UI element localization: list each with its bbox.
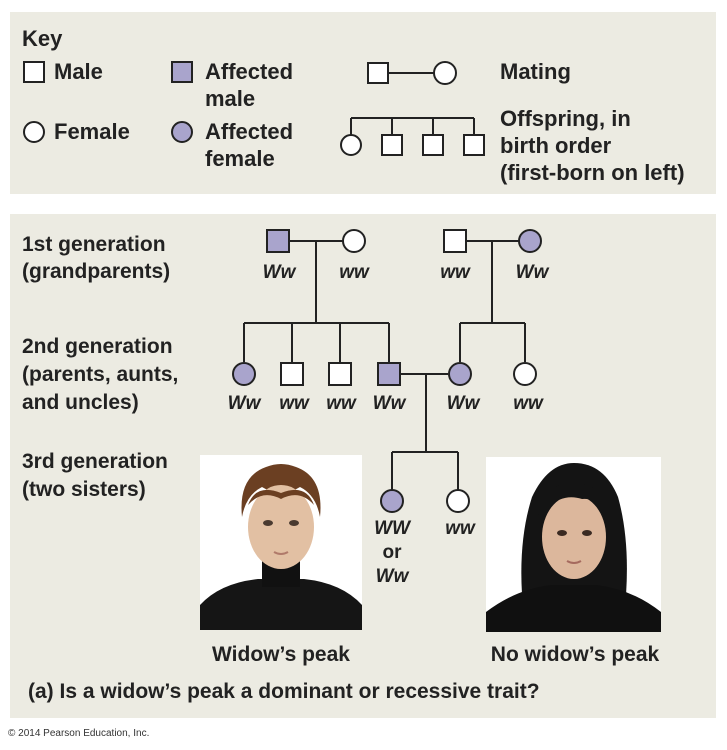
- key-offspring-label-2: birth order: [500, 133, 612, 158]
- genotype-father: Ww: [372, 393, 406, 414]
- key-affected-female-symbol: [171, 121, 193, 143]
- grandmother-2: [518, 229, 542, 253]
- gen1-label-2: (grandparents): [22, 260, 171, 283]
- question-text: (a) Is a widow’s peak a dominant or rece…: [28, 680, 540, 703]
- key-affected-female-label-1: Affected: [205, 119, 294, 144]
- genotype-aunt-2: ww: [513, 393, 543, 414]
- photo-no-widows-peak: [486, 457, 661, 632]
- genotype-uncle-2: ww: [326, 393, 356, 414]
- gen2-label-2: (parents, aunts,: [22, 363, 179, 386]
- genotype-grandfather-1: Ww: [262, 262, 296, 283]
- key-offspring-4: [463, 134, 485, 156]
- caption-no-widows-peak: No widow’s peak: [490, 643, 660, 666]
- genotype-grandfather-2: ww: [440, 262, 470, 283]
- genotype-uncle-1: ww: [279, 393, 309, 414]
- copyright: © 2014 Pearson Education, Inc.: [8, 728, 150, 739]
- key-offspring-3: [422, 134, 444, 156]
- key-mating-female: [433, 61, 457, 85]
- key-mating-male: [367, 62, 389, 84]
- caption-widows-peak: Widow’s peak: [212, 643, 350, 666]
- key-affected-male-label-1: Affected: [205, 59, 294, 84]
- gen2-label-3: and uncles): [22, 391, 139, 414]
- grandfather-1: [266, 229, 290, 253]
- key-title: Key: [22, 26, 63, 51]
- genotype-grandmother-2: Ww: [515, 262, 549, 283]
- genotype-sister-1-line-3: Ww: [375, 566, 409, 587]
- uncle-1: [280, 362, 304, 386]
- key-offspring-1: [340, 134, 362, 156]
- genotype-mother: Ww: [446, 393, 480, 414]
- aunt-2: [513, 362, 537, 386]
- genotype-sister-1-line-1: WW: [374, 518, 410, 539]
- key-female-label: Female: [54, 119, 130, 144]
- key-offspring-label-3: (first-born on left): [500, 160, 685, 185]
- connector-lines: [243, 72, 526, 490]
- key-panel: [10, 12, 716, 194]
- aunt-1: [232, 362, 256, 386]
- key-male-symbol: [23, 61, 45, 83]
- key-offspring-2: [381, 134, 403, 156]
- gen3-label-2: (two sisters): [22, 478, 146, 501]
- key-affected-male-symbol: [171, 61, 193, 83]
- key-female-symbol: [23, 121, 45, 143]
- genotype-sister-1-line-2: or: [382, 542, 402, 563]
- gen2-label-1: 2nd generation: [22, 335, 173, 358]
- grandfather-2: [443, 229, 467, 253]
- sister-2: [446, 489, 470, 513]
- gen1-label-1: 1st generation: [22, 233, 166, 256]
- uncle-2: [328, 362, 352, 386]
- key-affected-female-label-2: female: [205, 146, 275, 171]
- photo-widows-peak: [200, 455, 362, 630]
- grandmother-1: [342, 229, 366, 253]
- key-affected-male-label-2: male: [205, 86, 256, 111]
- sister-1: [380, 489, 404, 513]
- key-offspring-label-1: Offspring, in: [500, 106, 631, 131]
- genotype-sister-2: ww: [445, 518, 475, 539]
- genotype-aunt-1: Ww: [227, 393, 261, 414]
- mother: [448, 362, 472, 386]
- gen3-label-1: 3rd generation: [22, 450, 168, 473]
- key-male-label: Male: [54, 59, 103, 84]
- father: [377, 362, 401, 386]
- genotype-grandmother-1: ww: [339, 262, 369, 283]
- key-mating-label: Mating: [500, 59, 571, 84]
